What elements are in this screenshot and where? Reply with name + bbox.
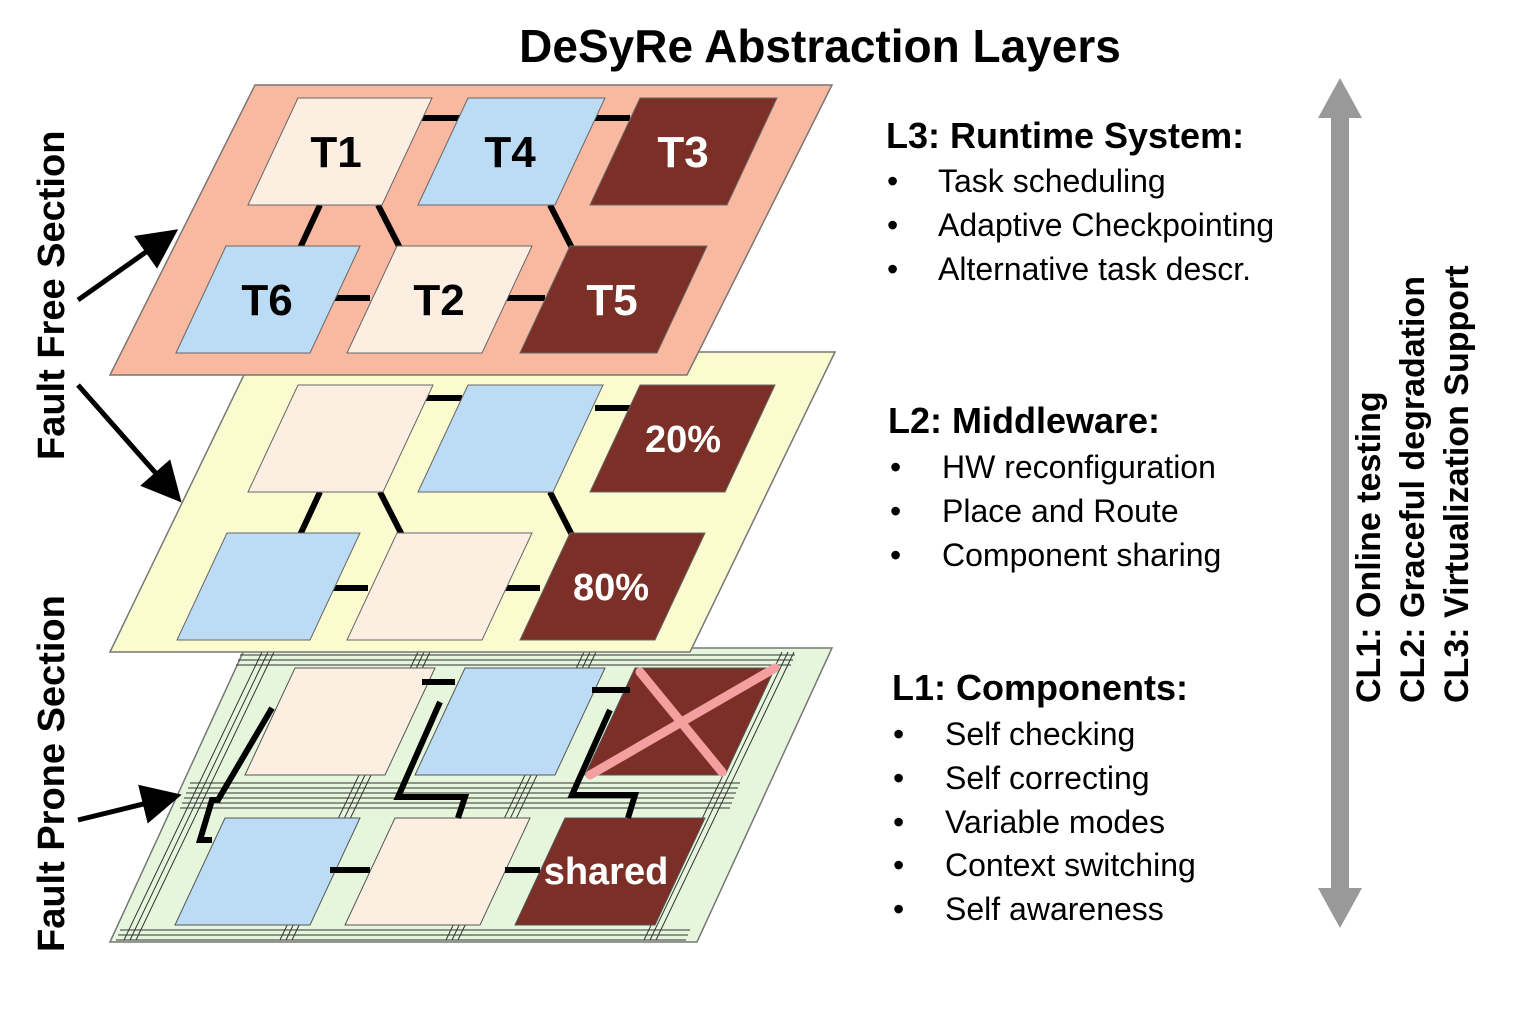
description-l2-item: Component sharing [942, 537, 1221, 573]
description-l3: L3: Runtime System: • Task scheduling • … [886, 115, 1274, 287]
bullet-icon: • [890, 493, 901, 529]
layer-1-tile-6-shared [514, 817, 706, 926]
layer-2-label-80pct: 80% [573, 567, 649, 609]
arrow-to-layer-3 [76, 229, 179, 303]
task-label-T5: T5 [586, 276, 637, 325]
task-label-T1: T1 [310, 128, 361, 177]
fault-prone-section-label: Fault Prone Section [31, 595, 73, 952]
layer-3-tile-T3 [589, 97, 778, 206]
bullet-icon: • [893, 760, 904, 796]
description-l1-item: Self checking [945, 716, 1135, 752]
layer-3-tile-T4 [417, 97, 606, 206]
layer-1-components: shared [108, 647, 834, 943]
task-label-T6: T6 [241, 276, 292, 325]
description-l1-heading: L1: Components: [892, 667, 1188, 708]
description-l2-item: HW reconfiguration [942, 449, 1216, 485]
arrow-to-layer-1 [77, 784, 182, 824]
layer-2-tile-1 [247, 384, 434, 493]
layer-1-tile-2 [414, 667, 606, 776]
layer-2-tile-5 [346, 532, 533, 641]
cross-layer-cl3: CL3: Virtualization Support [1438, 265, 1476, 703]
task-label-T3: T3 [657, 128, 708, 177]
bullet-icon: • [893, 891, 904, 927]
bullet-icon: • [887, 251, 898, 287]
double-arrow-icon [1318, 78, 1362, 928]
fault-free-section-label: Fault Free Section [31, 131, 73, 460]
cross-layer-cl1: CL1: Online testing [1350, 391, 1388, 703]
layer-3-tile-T6 [175, 245, 361, 354]
arrow-to-layer-2 [76, 383, 182, 503]
bullet-icon: • [890, 537, 901, 573]
bullet-icon: • [893, 804, 904, 840]
description-l1-item: Variable modes [945, 804, 1165, 840]
layer-2-links [297, 395, 630, 591]
layer-2-label-20pct: 20% [645, 419, 721, 461]
description-l2-item: Place and Route [942, 493, 1179, 529]
layer-1-tile-5 [344, 817, 531, 926]
bullet-icon: • [890, 449, 901, 485]
description-l1-item: Self awareness [945, 891, 1164, 927]
layer-1-routing [195, 679, 640, 873]
fault-cross-icon [585, 663, 780, 780]
task-label-T4: T4 [484, 128, 536, 177]
layer-2-middleware: 20% 80% [108, 351, 837, 653]
layer-3-tile-T2 [346, 245, 533, 354]
description-l3-item: Task scheduling [938, 163, 1166, 199]
description-l1-item: Context switching [945, 847, 1196, 883]
layer-3-runtime: T1 T4 T3 T6 T2 T5 [108, 84, 834, 376]
layer-1-tile-1 [244, 667, 436, 776]
layer-2-tile-6 [519, 532, 706, 641]
layer-3-tile-T5 [519, 245, 708, 354]
layer-2-tile-2 [417, 384, 604, 493]
cross-layer-cl2: CL2: Graceful degradation [1394, 276, 1432, 703]
diagram-title: DeSyRe Abstraction Layers [519, 20, 1121, 72]
bullet-icon: • [893, 847, 904, 883]
description-l3-item: Adaptive Checkpointing [938, 207, 1274, 243]
bullet-icon: • [887, 163, 898, 199]
description-l2-heading: L2: Middleware: [888, 400, 1160, 441]
layer-2-tile-3 [589, 384, 776, 493]
task-label-T2: T2 [413, 276, 464, 325]
bullet-icon: • [887, 207, 898, 243]
layer-3-links [297, 115, 630, 301]
description-l1: L1: Components: • Self checking • Self c… [892, 667, 1196, 927]
layer-1-shared-label: shared [544, 851, 669, 893]
bullet-icon: • [893, 716, 904, 752]
layer-2-tile-4 [176, 532, 361, 641]
description-l1-item: Self correcting [945, 760, 1150, 796]
description-l2: L2: Middleware: • HW reconfiguration • P… [888, 400, 1221, 573]
section-arrows [76, 229, 182, 824]
description-l3-heading: L3: Runtime System: [886, 115, 1244, 156]
layer-1-tile-4 [174, 817, 361, 926]
layer-3-tile-T1 [247, 97, 433, 206]
description-l3-item: Alternative task descr. [938, 251, 1251, 287]
